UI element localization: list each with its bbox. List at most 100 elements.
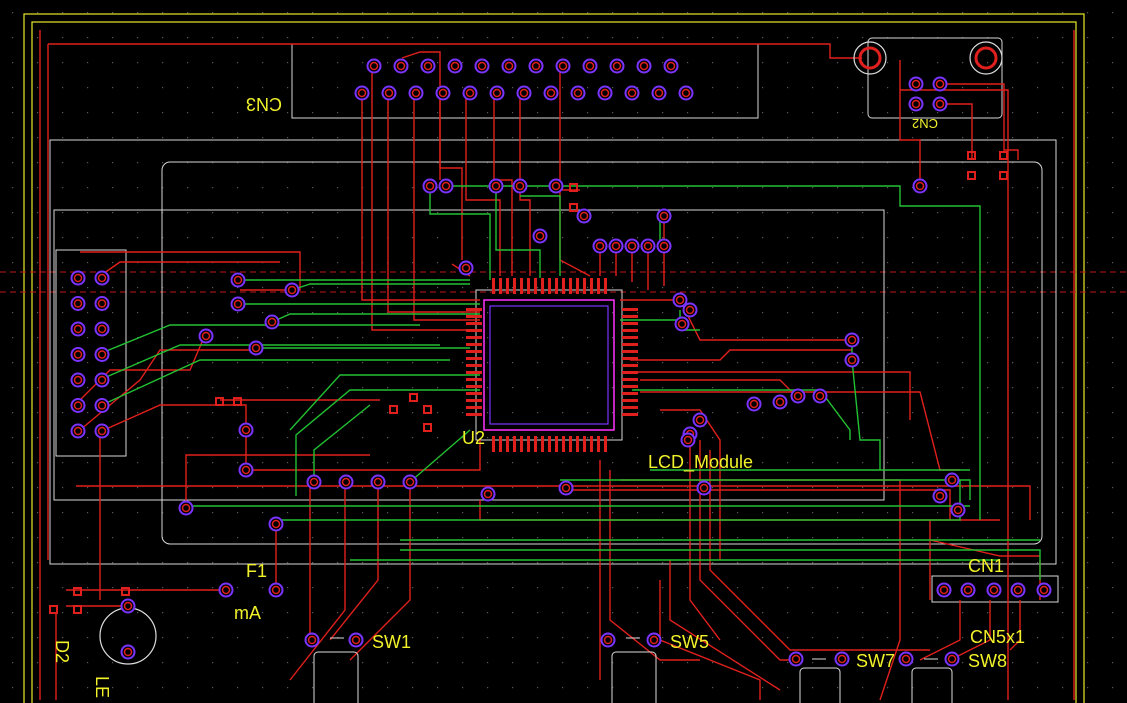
pad-74 (844, 332, 860, 348)
lcd-module-label: LCD_Module (648, 452, 754, 472)
pad-20 (570, 85, 586, 101)
pad-83 (696, 480, 712, 496)
u2-ic-package[interactable] (466, 278, 638, 452)
pad-50 (608, 238, 624, 254)
pad-97 (646, 632, 662, 648)
le-label: LE (92, 676, 112, 699)
pad-57 (230, 296, 246, 312)
pad-85 (480, 486, 496, 502)
pad-39 (70, 398, 86, 413)
pad-88 (944, 472, 960, 488)
pad-55 (230, 272, 246, 288)
switch-footprints (313, 637, 953, 703)
pad-8 (582, 58, 598, 74)
pad-49 (592, 238, 608, 254)
pad-38 (94, 372, 110, 388)
pad-65 (306, 474, 322, 490)
pad-31 (70, 296, 86, 311)
pad-16 (462, 85, 478, 101)
pad-41 (70, 423, 86, 439)
pad-24 (678, 85, 694, 101)
pad-101 (944, 651, 960, 667)
pad-42 (94, 423, 110, 439)
sw8-label: SW8 (968, 651, 1008, 671)
cn5x1-label: CN5x1 (970, 627, 1026, 647)
pad-13 (381, 85, 397, 101)
sw5-label: SW5 (670, 632, 710, 652)
pad-63 (178, 500, 194, 516)
pad-35 (70, 347, 86, 362)
pad-66 (338, 474, 354, 490)
f1-label: F1 (246, 561, 268, 581)
pad-23 (651, 85, 667, 101)
pad-102 (936, 582, 952, 598)
pad-0 (366, 58, 382, 74)
pad-30 (94, 270, 110, 286)
pad-46 (512, 178, 528, 194)
pad-5 (501, 58, 517, 74)
pad-17 (489, 85, 505, 101)
pad-29 (70, 270, 86, 286)
pad-95 (348, 632, 364, 648)
pad-34 (94, 321, 110, 337)
pad-6 (528, 58, 544, 74)
pad-99 (834, 651, 850, 667)
pad-48 (576, 208, 592, 224)
pad-71 (672, 292, 688, 308)
pad-92 (120, 598, 136, 614)
pad-11 (663, 58, 679, 74)
cn3-label: CN3 (246, 94, 283, 114)
sw1-label: SW1 (372, 632, 412, 652)
pad-7 (555, 58, 571, 74)
pad-32 (94, 296, 110, 311)
pad-52 (640, 238, 656, 254)
pad-12 (354, 85, 370, 101)
pad-40 (94, 398, 110, 413)
pad-45 (488, 178, 504, 194)
pad-93 (120, 644, 136, 660)
pad-81 (692, 412, 708, 428)
pad-84 (558, 480, 574, 496)
cn2-label: CN2 (912, 116, 939, 131)
pad-14 (408, 85, 424, 101)
ma-label: mA (234, 603, 261, 623)
pad-94 (304, 632, 320, 648)
pad-75 (844, 352, 860, 368)
d2-label: D2 (52, 640, 72, 664)
pad-27 (908, 96, 924, 112)
u2-label: U2 (462, 428, 486, 448)
pad-79 (746, 396, 762, 412)
pad-78 (812, 388, 828, 404)
cn1-label: CN1 (968, 556, 1005, 576)
pad-26 (932, 76, 948, 92)
pad-25 (908, 76, 924, 92)
pad-72 (682, 302, 698, 318)
pad-3 (447, 58, 463, 74)
pad-15 (435, 85, 451, 101)
sw7-label: SW7 (856, 651, 896, 671)
pad-9 (609, 58, 625, 74)
pad-106 (1036, 582, 1052, 598)
pad-96 (600, 632, 616, 648)
pad-91 (268, 582, 284, 598)
pad-98 (788, 651, 804, 667)
pad-4 (474, 58, 490, 74)
pad-56 (284, 282, 300, 298)
pad-62 (238, 462, 254, 478)
pad-33 (70, 321, 86, 337)
pad-54 (458, 260, 474, 276)
pad-60 (248, 340, 264, 356)
pad-21 (597, 85, 613, 101)
pad-82 (680, 432, 696, 448)
pad-59 (198, 328, 214, 344)
pad-86 (912, 178, 928, 194)
pad-100 (898, 651, 914, 667)
pad-90 (218, 582, 234, 598)
pad-89 (950, 502, 966, 518)
smd-pads (49, 151, 1008, 614)
pad-18 (516, 85, 532, 101)
pad-70 (656, 208, 672, 224)
board-outline (23, 13, 1085, 703)
pad-103 (960, 582, 976, 598)
